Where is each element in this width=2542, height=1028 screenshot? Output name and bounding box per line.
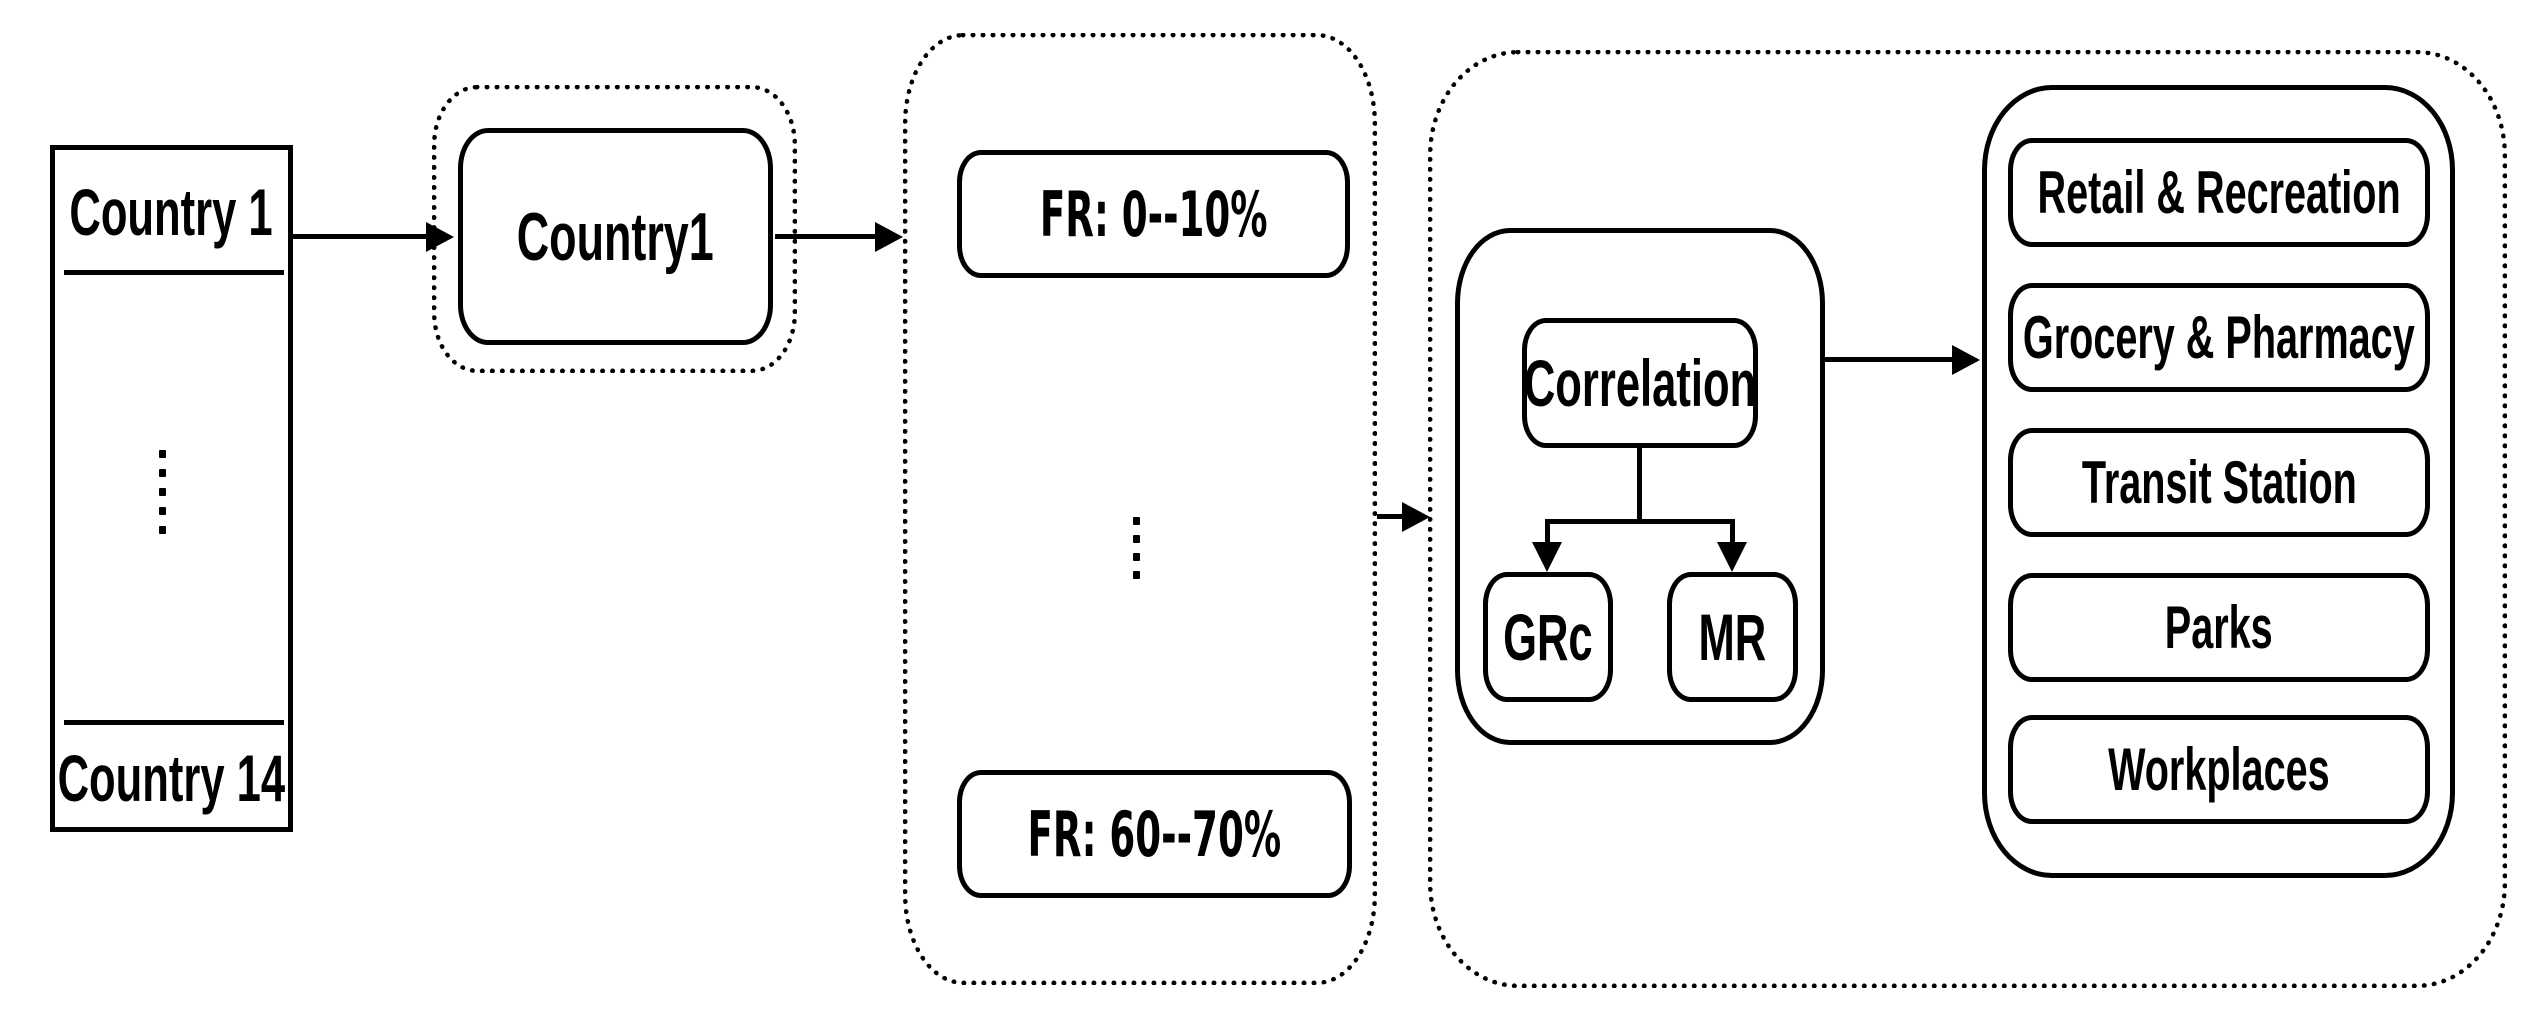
country-first-label: Country 1 <box>69 174 274 249</box>
category-label: Parks <box>2165 594 2273 661</box>
category-node-grocery-pharmacy: Grocery & Pharmacy <box>2008 283 2430 392</box>
fr-group <box>903 33 1377 985</box>
table-separator-bottom <box>64 720 284 725</box>
country-group <box>432 85 797 373</box>
country-first-cell: Country 1 <box>55 150 288 273</box>
category-label: Retail & Recreation <box>2037 159 2401 226</box>
country-node-label: Country1 <box>517 198 714 275</box>
country-last-label: Country 14 <box>57 740 286 815</box>
analysis-group <box>1428 50 2507 988</box>
grc-node: GRc <box>1483 572 1613 702</box>
branch-left-stub-line <box>1545 519 1550 544</box>
category-label: Transit Station <box>2081 449 2357 516</box>
vertical-ellipsis-icon <box>159 450 166 534</box>
grc-label: GRc <box>1503 600 1593 674</box>
category-node-retail-recreation: Retail & Recreation <box>2008 138 2430 247</box>
country-node: Country1 <box>458 128 773 345</box>
correlation-label: Correlation <box>1523 346 1757 420</box>
correlation-branch-cross-line <box>1545 519 1735 524</box>
mr-node: MR <box>1667 572 1798 702</box>
correlation-branch-stem-line <box>1637 448 1642 523</box>
country-last-cell: Country 14 <box>55 725 288 830</box>
arrow-country-to-fr-head-icon <box>875 222 903 252</box>
category-label: Workplaces <box>2108 736 2330 803</box>
fr-first-label: FR: 0--10% <box>1039 177 1268 251</box>
fr-last-label: FR: 60--70% <box>1027 797 1282 871</box>
arrow-table-to-country-head-icon <box>426 222 454 252</box>
arrow-country-to-fr-line <box>775 234 875 239</box>
arrow-fr-to-analysis-line <box>1377 514 1402 519</box>
vertical-ellipsis-icon <box>1133 517 1140 579</box>
arrow-to-grc-head-icon <box>1532 542 1562 572</box>
category-node-workplaces: Workplaces <box>2008 715 2430 824</box>
table-separator-top <box>64 270 284 275</box>
arrow-table-to-country-line <box>293 234 426 239</box>
branch-right-stub-line <box>1730 519 1735 544</box>
correlation-node: Correlation <box>1522 318 1758 448</box>
mr-label: MR <box>1698 600 1767 674</box>
fr-last-node: FR: 60--70% <box>957 770 1352 898</box>
arrow-fr-to-analysis-head-icon <box>1402 502 1430 532</box>
category-label: Grocery & Pharmacy <box>2023 304 2415 371</box>
arrow-to-mr-head-icon <box>1717 542 1747 572</box>
country-table-node: Country 1 Country 14 <box>50 145 293 832</box>
arrow-correlation-to-categories-line <box>1825 357 1952 362</box>
arrow-correlation-to-categories-head-icon <box>1952 345 1980 375</box>
category-node-parks: Parks <box>2008 573 2430 682</box>
category-node-transit-station: Transit Station <box>2008 428 2430 537</box>
fr-first-node: FR: 0--10% <box>957 150 1350 278</box>
